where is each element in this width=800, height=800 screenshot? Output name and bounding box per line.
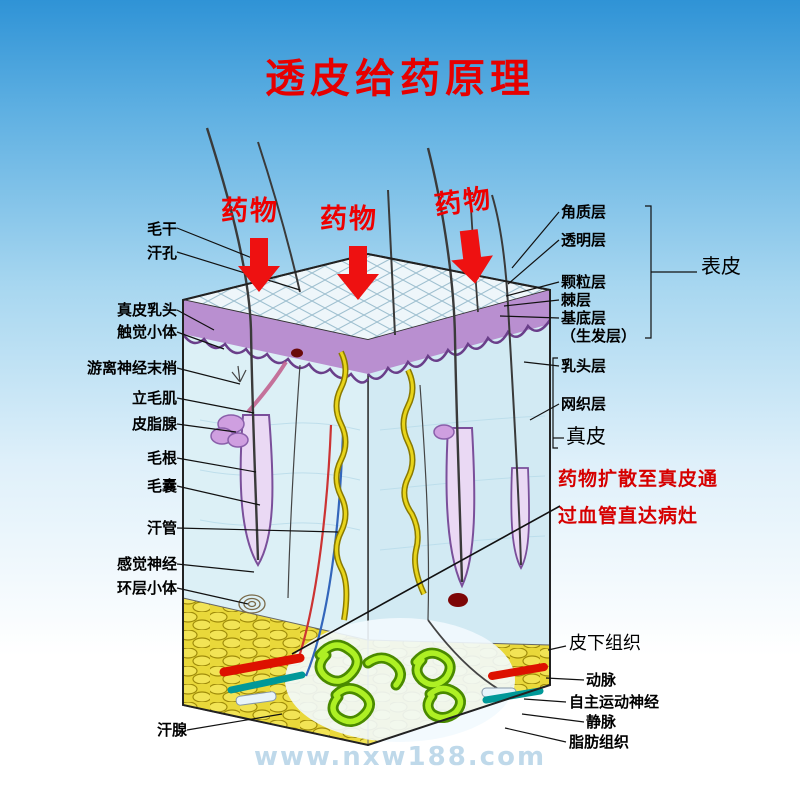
nerves bbox=[231, 364, 501, 691]
drug-label-3: 药物 bbox=[432, 183, 495, 222]
blood-blob bbox=[448, 593, 468, 607]
label-stratum-basale: 基底层 bbox=[561, 309, 607, 327]
block-outline bbox=[182, 252, 551, 747]
bottom-vessels bbox=[219, 653, 548, 706]
hairs bbox=[205, 127, 522, 583]
label-adipose-tissue: 脂肪组织 bbox=[569, 733, 630, 751]
label-germinal-layer: （生发层） bbox=[561, 327, 637, 345]
epidermis-right bbox=[368, 290, 550, 374]
drug-arrow-1 bbox=[238, 238, 280, 292]
label-arrector-pili-muscle: 立毛肌 bbox=[131, 389, 177, 407]
label-artery: 动脉 bbox=[586, 671, 617, 689]
drug-label-1: 药物 bbox=[221, 196, 279, 227]
label-sensory-nerve: 感觉神经 bbox=[116, 555, 177, 573]
label-reticular-layer: 网织层 bbox=[561, 395, 607, 413]
label-autonomic-motor-nerve: 自主运动神经 bbox=[569, 693, 660, 711]
artery-branch bbox=[296, 424, 333, 661]
drug-arrows bbox=[238, 229, 493, 300]
skin-block bbox=[181, 127, 552, 747]
red-note-line2: 过血管直达病灶 bbox=[558, 505, 699, 527]
drug-label-2: 药物 bbox=[320, 204, 378, 235]
drug-arrow-2 bbox=[337, 246, 379, 300]
label-stratum-spinosum: 棘层 bbox=[561, 291, 592, 309]
epidermis-wave-left bbox=[181, 333, 369, 384]
label-dermis: 真皮 bbox=[566, 424, 606, 448]
label-lamellar-corpuscle: 环层小体 bbox=[116, 579, 177, 597]
sebaceous-glands bbox=[210, 414, 455, 448]
red-note-line1: 药物扩散至真皮通 bbox=[558, 468, 719, 490]
sweat-ducts bbox=[333, 350, 427, 621]
label-subcutaneous-tissue: 皮下组织 bbox=[569, 633, 641, 654]
label-hair-follicle: 毛囊 bbox=[146, 477, 177, 495]
label-epidermis: 表皮 bbox=[701, 254, 741, 278]
arrector-pili bbox=[246, 360, 288, 414]
label-stratum-corneum: 角质层 bbox=[561, 203, 607, 221]
page-title: 透皮给药原理 bbox=[265, 56, 535, 101]
tactile-corpuscle-blob bbox=[291, 348, 303, 358]
drug-arrow-3 bbox=[451, 229, 493, 284]
label-vein: 静脉 bbox=[586, 713, 617, 731]
label-sebaceous-gland: 皮脂腺 bbox=[131, 415, 177, 433]
label-tactile-corpuscle: 触觉小体 bbox=[116, 323, 177, 341]
label-hair-shaft: 毛干 bbox=[146, 220, 177, 238]
label-dermal-papilla: 真皮乳头 bbox=[116, 301, 177, 319]
leader-lines bbox=[176, 205, 697, 743]
epidermis-left bbox=[183, 300, 368, 374]
lamellar-corpuscle bbox=[238, 594, 266, 614]
label-free-nerve-endings: 游离神经末梢 bbox=[86, 359, 177, 377]
label-stratum-granulosum: 颗粒层 bbox=[561, 273, 607, 291]
label-papillary-layer: 乳头层 bbox=[561, 357, 607, 375]
sweat-gland-coils bbox=[314, 639, 466, 727]
label-sweat-duct: 汗管 bbox=[146, 519, 177, 537]
label-stratum-lucidum: 透明层 bbox=[561, 231, 607, 249]
label-sweat-pore: 汗孔 bbox=[146, 244, 177, 262]
watermark: www.nxw188.com bbox=[253, 742, 547, 772]
label-hair-root: 毛根 bbox=[146, 449, 177, 467]
epidermis-wave-right bbox=[367, 319, 552, 381]
label-sweat-gland: 汗腺 bbox=[156, 721, 187, 739]
